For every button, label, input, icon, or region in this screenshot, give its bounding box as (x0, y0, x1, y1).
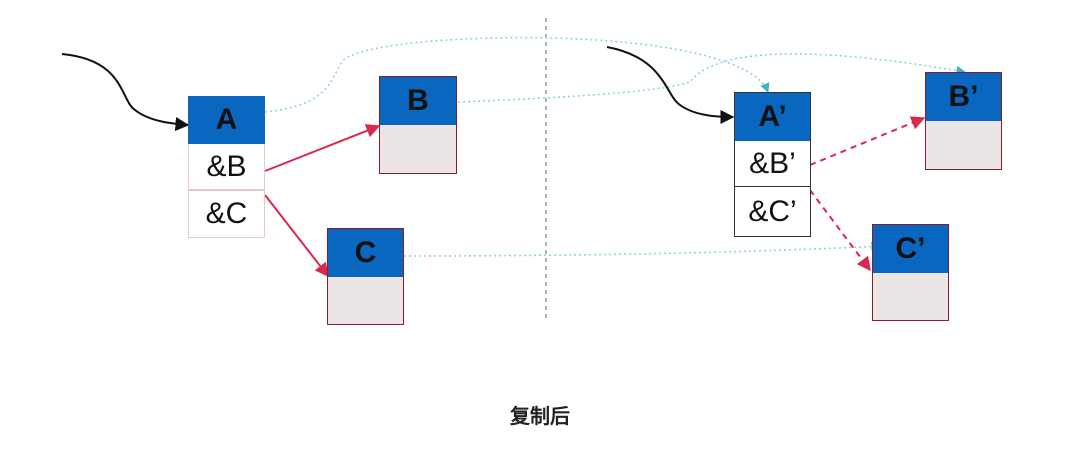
node-c-copy: C’ (872, 224, 949, 321)
pointer-arrow-b (264, 124, 381, 172)
node-a-ref-c: &C (188, 190, 265, 238)
node-b-head: B (380, 77, 456, 125)
node-a-head: A (188, 96, 265, 144)
node-a: A &B &C (188, 96, 265, 242)
copy-link-a (264, 36, 770, 113)
diagram-caption: 复制后 (510, 406, 570, 428)
copy-link-c (403, 241, 881, 257)
copy-link-b (457, 53, 966, 103)
node-a-ref-b: &B (188, 144, 265, 190)
node-a-copy-head: A’ (735, 93, 810, 141)
pointer-arrow-b-copy (809, 116, 926, 166)
node-c: C (327, 228, 404, 325)
node-b-copy: B’ (925, 72, 1002, 170)
node-b: B (379, 76, 457, 174)
node-a-copy-ref-b: &B’ (735, 141, 810, 187)
node-b-copy-head: B’ (926, 73, 1001, 121)
entry-arrow-left (61, 53, 190, 132)
node-c-head: C (328, 229, 403, 277)
pointer-arrow-c-copy (809, 189, 871, 272)
node-a-copy: A’ &B’ &C’ (734, 92, 811, 237)
node-c-copy-body (873, 273, 948, 320)
node-c-copy-head: C’ (873, 225, 948, 273)
entry-arrow-right (606, 46, 735, 124)
pointer-arrow-c (264, 194, 329, 278)
node-b-copy-body (926, 121, 1001, 169)
node-c-body (328, 277, 403, 324)
node-b-body (380, 125, 456, 173)
node-a-copy-ref-c: &C’ (735, 187, 810, 236)
